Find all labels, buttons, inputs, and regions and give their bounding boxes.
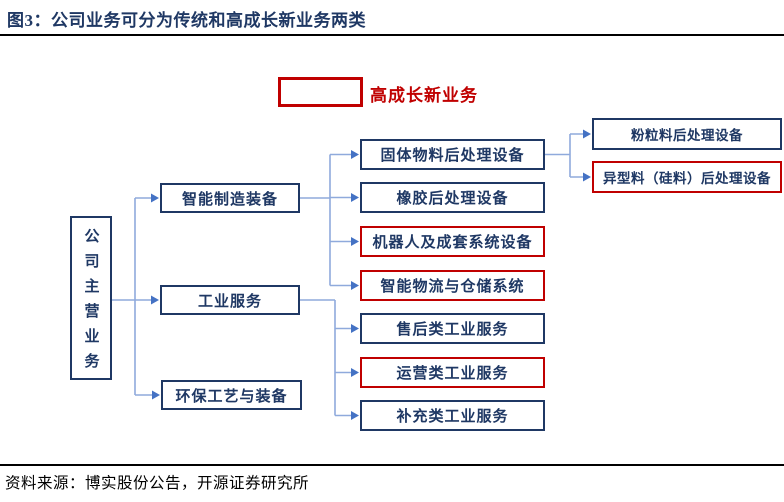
node-company-main-business: 公司主营业务 (70, 216, 112, 380)
node-robot-complete-systems: 机器人及成套系统设备 (360, 226, 545, 257)
node-label: 智能制造装备 (181, 191, 278, 208)
node-label: 粉粒料后处理设备 (631, 128, 743, 143)
figure-title: 图3：公司业务可分为传统和高成长新业务两类 (7, 11, 366, 30)
node-powder-granule-post-processing: 粉粒料后处理设备 (592, 118, 782, 150)
node-environmental-process-equipment: 环保工艺与装备 (161, 380, 302, 410)
node-solid-material-post-processing: 固体物料后处理设备 (360, 139, 545, 170)
node-operational-industrial-services: 运营类工业服务 (360, 357, 545, 388)
node-label: 智能物流与仓储系统 (380, 279, 525, 295)
node-label: 公司主营业务 (82, 228, 99, 378)
node-label: 机器人及成套系统设备 (372, 235, 533, 251)
title-divider (0, 34, 784, 36)
source-divider (0, 464, 784, 466)
node-label: 售后类工业服务 (396, 322, 509, 338)
node-label: 运营类工业服务 (396, 366, 509, 382)
node-label: 补充类工业服务 (396, 409, 509, 425)
node-intelligent-manufacturing-equipment: 智能制造装备 (160, 183, 300, 213)
node-label: 橡胶后处理设备 (396, 191, 509, 207)
source-note: 资料来源：博实股份公告，开源证券研究所 (5, 475, 310, 492)
node-rubber-post-processing: 橡胶后处理设备 (360, 182, 545, 213)
node-industrial-services: 工业服务 (160, 285, 300, 315)
legend-highlight-label: 高成长新业务 (370, 86, 478, 105)
legend-highlight-swatch (278, 77, 363, 107)
node-aftersales-industrial-services: 售后类工业服务 (360, 313, 545, 344)
node-label: 工业服务 (197, 293, 262, 310)
node-supplementary-industrial-services: 补充类工业服务 (360, 400, 545, 431)
node-label: 环保工艺与装备 (175, 388, 288, 405)
node-label: 异型料（硅料）后处理设备 (603, 171, 771, 186)
node-intelligent-logistics-warehousing: 智能物流与仓储系统 (360, 270, 545, 301)
node-silicon-special-material-post-processing: 异型料（硅料）后处理设备 (592, 161, 782, 193)
node-label: 固体物料后处理设备 (380, 148, 525, 164)
